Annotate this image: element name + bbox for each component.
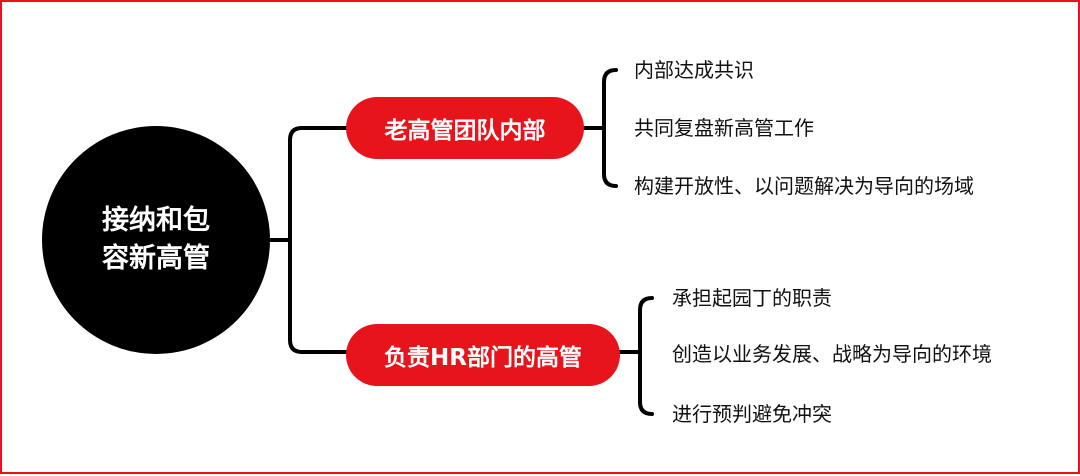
root-label: 接纳和包容新高管 (102, 205, 210, 274)
leaf-item: 共同复盘新高管工作 (634, 116, 814, 140)
leaf-item: 承担起园丁的职责 (672, 286, 832, 310)
branch-0-bracket (602, 68, 618, 188)
root-trunk (288, 126, 304, 354)
leaf-item: 创造以业务发展、战略为导向的环境 (672, 342, 992, 366)
leaf-item: 进行预判避免冲突 (672, 402, 832, 426)
branch-node: 老高管团队内部 (346, 97, 584, 159)
branch-node: 负责HR部门的高管 (346, 324, 620, 386)
root-node: 接纳和包容新高管 (42, 126, 270, 354)
branch-1-bracket (638, 296, 654, 416)
leaf-item: 构建开放性、以问题解决为导向的场域 (634, 174, 974, 198)
leaf-item: 内部达成共识 (634, 58, 754, 82)
